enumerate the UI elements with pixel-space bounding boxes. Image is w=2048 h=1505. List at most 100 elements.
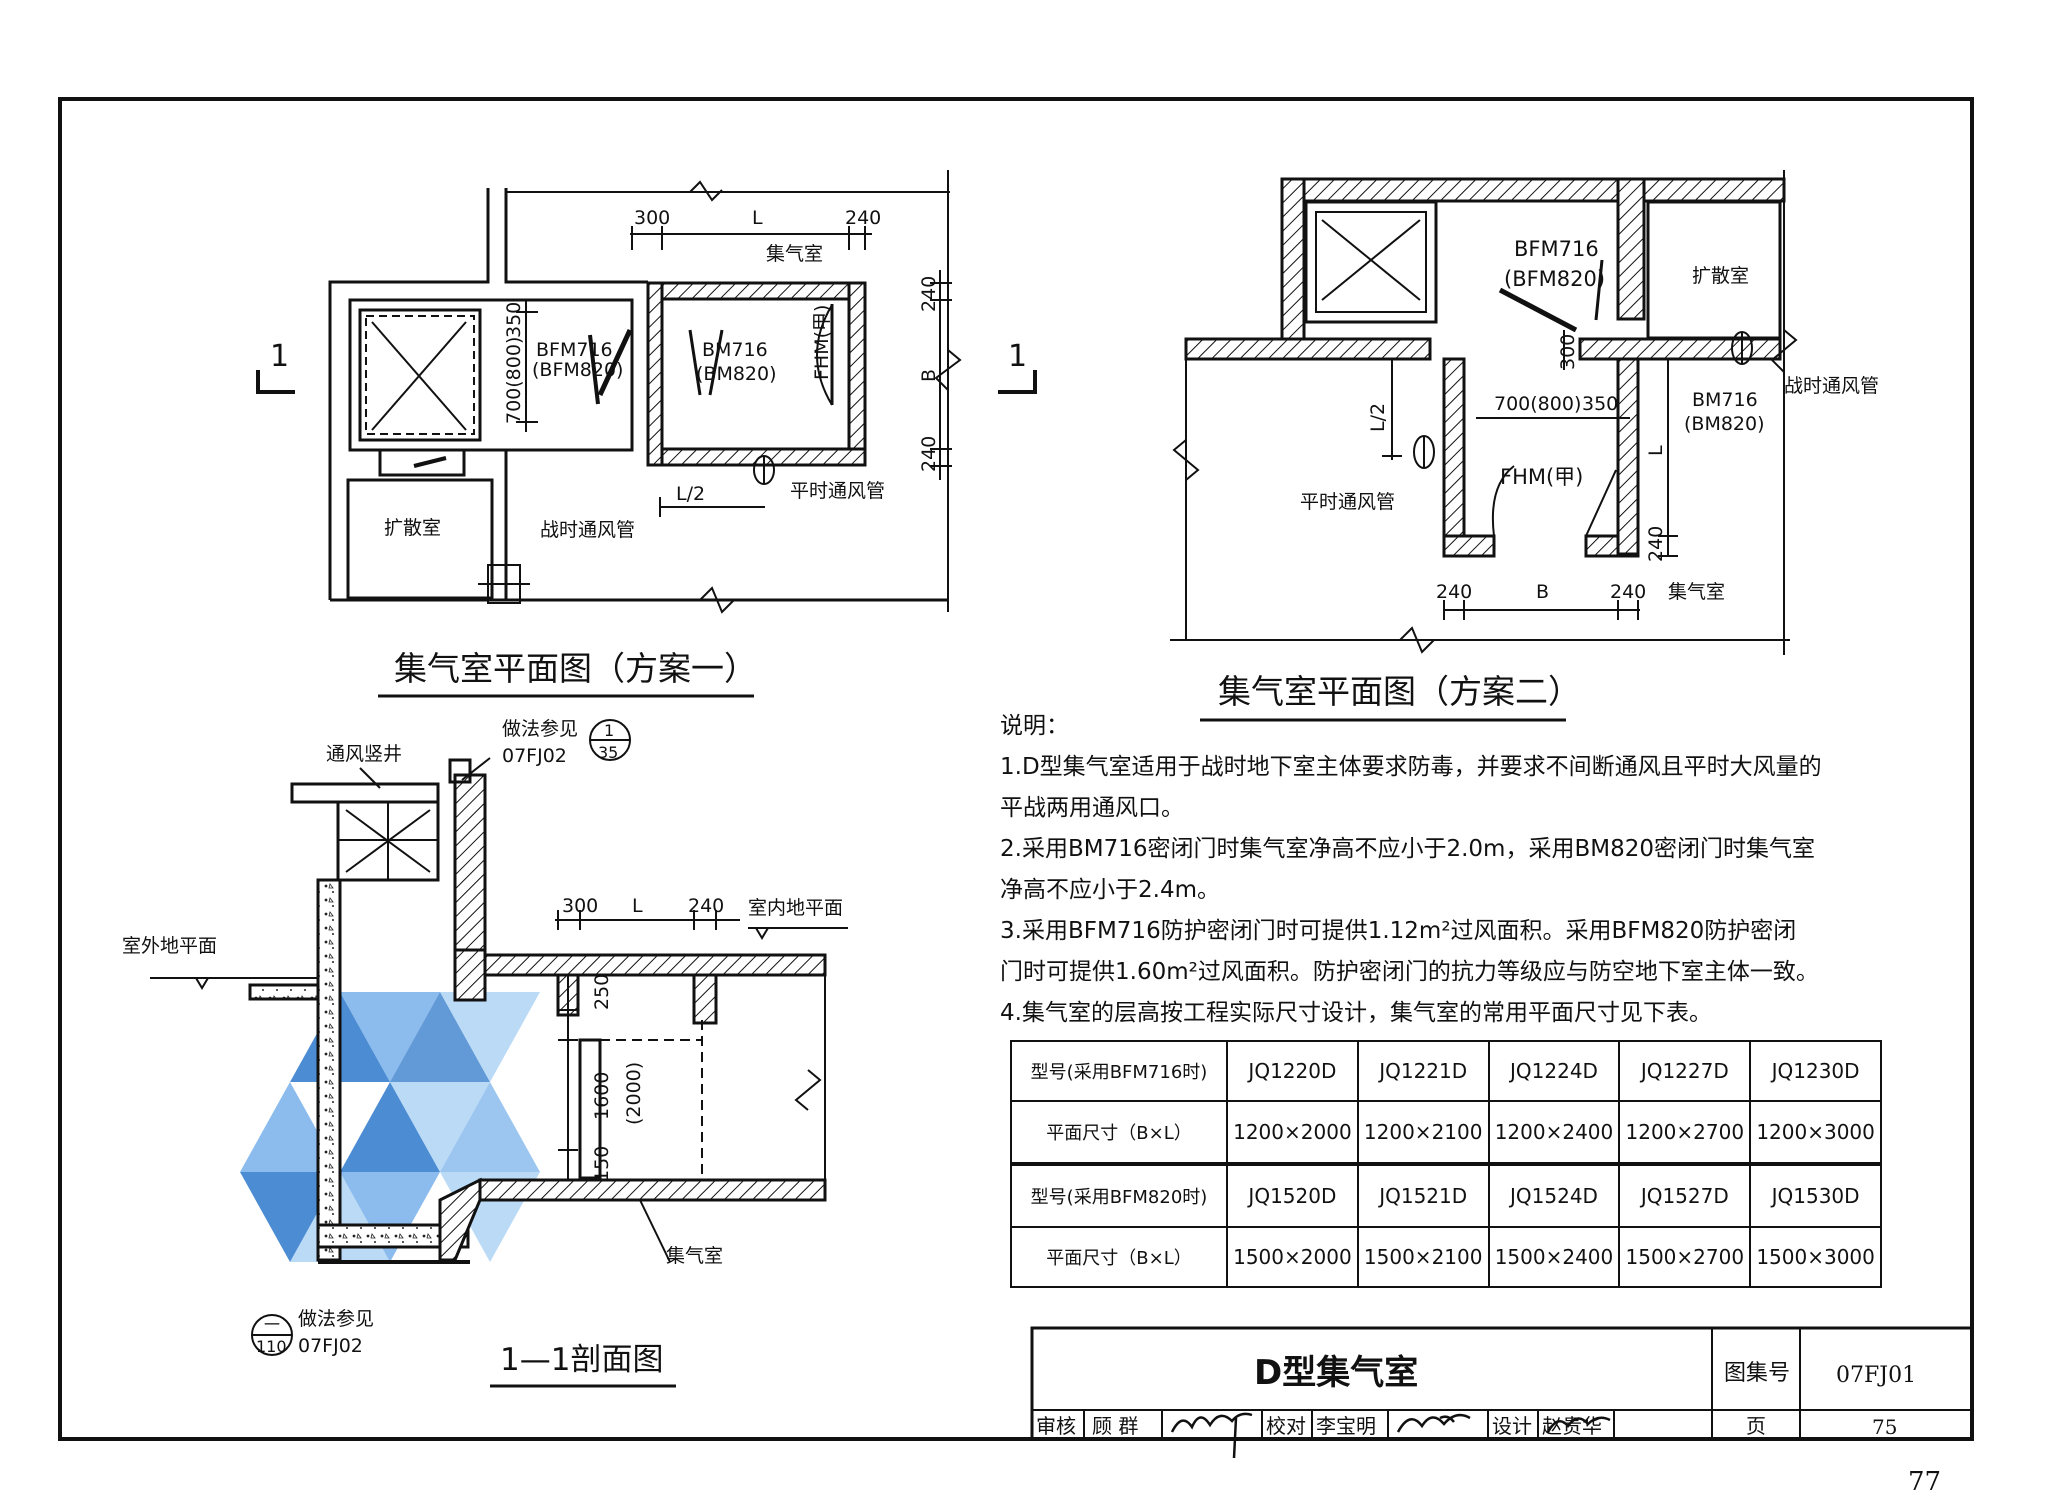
p2-dim-350: 350 [1582, 393, 1618, 415]
tb-page-number: 75 [1872, 1415, 1897, 1439]
sec-label-indoor-level: 室内地平面 [748, 897, 843, 919]
sec-dim-1600: 1600 [591, 1072, 613, 1120]
notes-line-2: 平战两用通风口。 [1000, 795, 1184, 821]
table-row: 型号(采用BFM716时) JQ1220D JQ1221D JQ1224D JQ… [1010, 1039, 1882, 1103]
tb-atlas-number: 07FJ01 [1836, 1363, 1916, 1388]
table-cell: 1500×3000 [1749, 1225, 1882, 1289]
p2-label-gas-room: 集气室 [1668, 581, 1725, 603]
p1-title: 集气室平面图（方案一） [394, 649, 757, 688]
plan-scheme-1-texts: 300 L 240 集气室 240 B 240 350 700(800) BFM… [270, 207, 1027, 688]
plan-scheme-1 [256, 170, 1037, 698]
table-cell: 1200×3000 [1749, 1100, 1882, 1165]
sec-ref-top-page: 35 [598, 743, 618, 762]
table-row: 型号(采用BFM820时) JQ1520D JQ1521D JQ1524D JQ… [1010, 1161, 1882, 1228]
dimension-table: 型号(采用BFM716时) JQ1220D JQ1221D JQ1224D JQ… [1010, 1039, 1882, 1289]
p1-dim-240-right-bottom: 240 [918, 436, 940, 472]
table-cell: JQ1227D [1618, 1039, 1752, 1103]
p1-label-bfm716: BFM716 [536, 339, 613, 361]
table-cell: JQ1224D [1487, 1039, 1621, 1103]
table-cell: JQ1221D [1356, 1039, 1490, 1103]
p2-label-fhm: FHM(甲) [1500, 465, 1583, 489]
design-notes: 说明： 1.D型集气室适用于战时地下室主体要求防毒，并要求不间断通风且平时大风量… [1000, 706, 1900, 1034]
p2-dim-B: B [1536, 581, 1549, 603]
table-cell: JQ1220D [1226, 1039, 1359, 1103]
plan-scheme-2 [1170, 170, 1798, 722]
table-cell: 1500×2100 [1356, 1225, 1490, 1289]
table-cell: 型号(采用BFM716时) [1010, 1039, 1228, 1103]
p1-label-fhm: FHM(甲) [811, 305, 833, 380]
table-cell: JQ1524D [1487, 1161, 1621, 1228]
sec-title: 1—1剖面图 [500, 1342, 663, 1378]
p1-dim-B: B [918, 369, 940, 382]
p2-dim-L: L [1645, 445, 1667, 456]
tb-design-name: 赵贵华 [1542, 1414, 1602, 1438]
table-cell: JQ1521D [1356, 1161, 1490, 1228]
title-block [1030, 1326, 1974, 1459]
tb-review-name: 顾 群 [1092, 1414, 1138, 1438]
sec-ref-top-code: 07FJ02 [502, 745, 567, 767]
notes-line-6: 门时可提供1.60m²过风面积。防护密闭门的抗力等级应与防空地下室主体一致。 [1000, 959, 1819, 985]
sec-dim-150: 150 [591, 1146, 613, 1182]
p2-label-normal-vent-pipe: 平时通风管 [1300, 491, 1395, 513]
p2-dim-240-left: 240 [1436, 581, 1472, 603]
table-row: 平面尺寸（B×L） 1200×2000 1200×2100 1200×2400 … [1010, 1100, 1882, 1165]
p2-label-diffusion-room: 扩散室 [1692, 265, 1749, 287]
p1-label-diffusion-room: 扩散室 [384, 517, 441, 539]
sec-ref-top-text: 做法参见 [502, 718, 578, 740]
sec-ref-bottom-page: 110 [256, 1337, 287, 1356]
table-cell: 平面尺寸（B×L） [1010, 1225, 1228, 1289]
section-1-1-texts: 通风竖井 做法参见 07FJ02 1 35 300 L 240 室内地平面 室外… [122, 718, 843, 1378]
table-cell: JQ1520D [1226, 1161, 1359, 1228]
p2-dim-700: 700(800) [1494, 393, 1581, 415]
signature-checker [1396, 1413, 1471, 1433]
p1-dim-240-right-top: 240 [918, 276, 940, 312]
notes-line-4: 净高不应小于2.4m。 [1000, 877, 1220, 903]
tb-page-label: 页 [1746, 1414, 1766, 1438]
sec-dim-L: L [632, 895, 643, 917]
p1-dim-700: 700(800) [503, 337, 525, 424]
table-cell: JQ1527D [1618, 1161, 1752, 1228]
table-cell: 1200×2000 [1226, 1100, 1359, 1165]
sec-dim-240: 240 [688, 895, 724, 917]
p1-label-normal-vent-pipe: 平时通风管 [790, 480, 885, 502]
table-cell: 1200×2700 [1618, 1100, 1752, 1165]
sec-dim-2000: (2000) [623, 1062, 645, 1125]
p2-dim-L2: L/2 [1367, 403, 1389, 432]
sec-label-gas-room: 集气室 [666, 1245, 723, 1267]
p1-section-mark-left: 1 [270, 339, 289, 374]
p1-label-wartime-vent-pipe: 战时通风管 [540, 519, 635, 541]
notes-line-3: 2.采用BM716密闭门时集气室净高不应小于2.0m，采用BM820密闭门时集气… [1000, 836, 1815, 862]
section-1-1 [150, 719, 848, 1388]
watermark-logo [240, 992, 540, 1262]
title-block-texts: D型集气室 图集号 07FJ01 审核 顾 群 校对 李宝明 设计 赵贵华 页 … [1036, 1353, 1916, 1439]
tb-check-label: 校对 [1266, 1414, 1306, 1438]
p1-dim-240: 240 [845, 207, 881, 229]
table-cell: 1500×2000 [1226, 1225, 1359, 1289]
notes-heading: 说明： [1000, 713, 1069, 739]
p1-dim-300: 300 [634, 207, 670, 229]
p2-label-bfm820: (BFM820) [1504, 267, 1605, 291]
sec-label-shaft: 通风竖井 [326, 743, 402, 765]
table-cell: 1500×2700 [1618, 1225, 1752, 1289]
tb-atlas-label: 图集号 [1724, 1361, 1790, 1386]
tb-drawing-title: D型集气室 [1254, 1353, 1418, 1393]
p1-dim-350: 350 [503, 302, 525, 338]
table-cell: 平面尺寸（B×L） [1010, 1100, 1228, 1165]
p1-dim-L: L [752, 207, 763, 229]
sec-ref-top-number: 1 [604, 721, 614, 740]
sheet-page-number: 77 [1908, 1467, 1941, 1497]
table-cell: 型号(采用BFM820时) [1010, 1161, 1228, 1228]
p2-dim-300: 300 [1557, 334, 1579, 370]
plan-scheme-2-texts: BFM716 (BFM820) 扩散室 战时通风管 300 700(800) 3… [1218, 237, 1879, 711]
notes-line-5: 3.采用BFM716防护密闭门时可提供1.12m²过风面积。采用BFM820防护… [1000, 918, 1797, 944]
p1-section-mark-right: 1 [1008, 339, 1027, 374]
table-cell: JQ1530D [1749, 1161, 1882, 1228]
p1-label-bm820: (BM820) [696, 363, 777, 385]
table-cell: 1200×2100 [1356, 1100, 1490, 1165]
table-cell: 1200×2400 [1487, 1100, 1621, 1165]
sheet-frame [58, 97, 1974, 1441]
tb-check-name: 李宝明 [1316, 1414, 1376, 1438]
tb-design-label: 设计 [1492, 1414, 1532, 1438]
p2-dim-240-vertical: 240 [1645, 526, 1667, 562]
